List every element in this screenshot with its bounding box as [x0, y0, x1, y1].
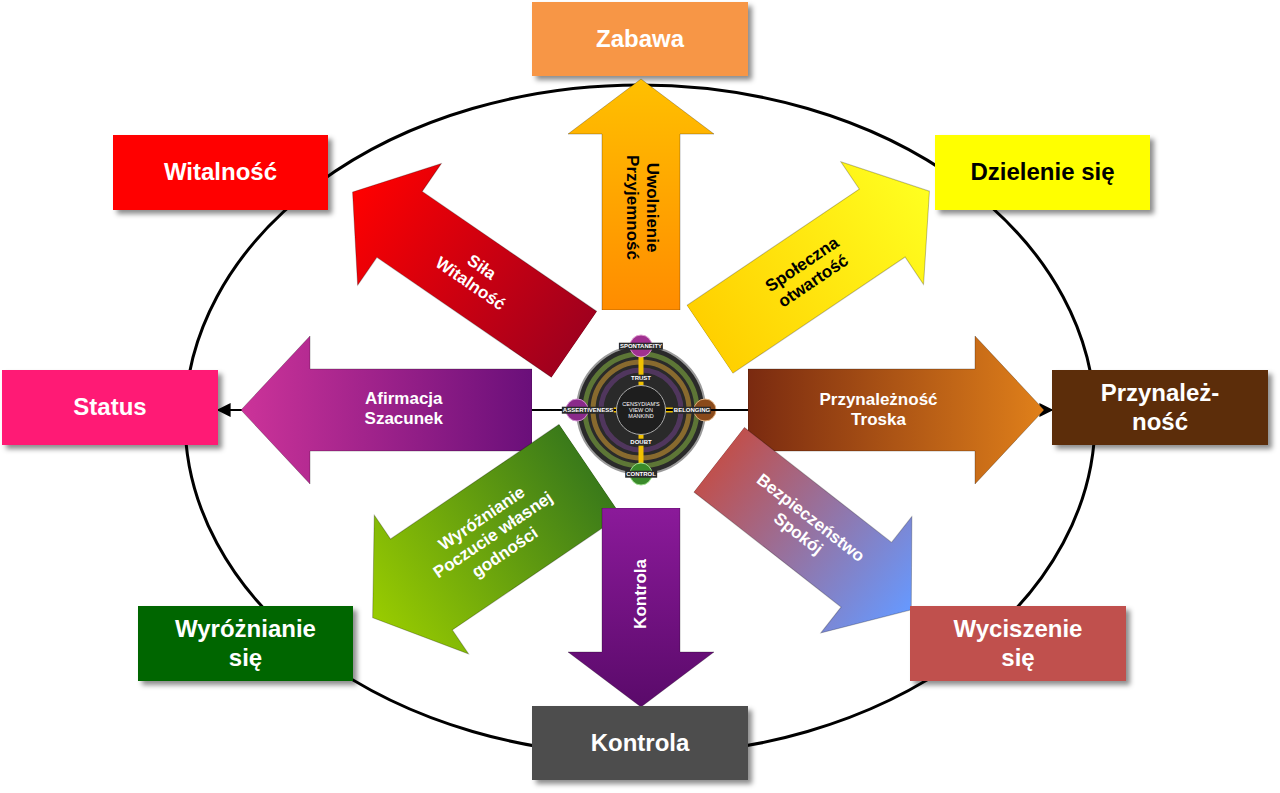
- box-label: Przynależ- ność: [1085, 379, 1235, 437]
- category-box: Zabawa: [532, 2, 748, 76]
- box-label: Kontrola: [591, 729, 690, 758]
- direction-arrow: UwolnieniePrzyjemność: [567, 78, 715, 310]
- arrow-text: UwolnieniePrzyjemność: [621, 156, 662, 261]
- sphere-label: DOUBT: [629, 439, 652, 446]
- category-box: Przynależ- ność: [1052, 370, 1268, 445]
- sphere-label: TRUST: [630, 375, 652, 382]
- center-circle: CENSYDIAM'S VIEW ON MANKIND: [616, 385, 666, 435]
- direction-arrow: Społeczna otwartość: [668, 128, 972, 401]
- sphere-label: SPONTANEITY: [619, 343, 663, 350]
- arrow-label: Przynależność: [819, 390, 937, 410]
- box-label: Witalność: [164, 158, 277, 187]
- direction-arrow: PrzynależnośćTroska: [748, 335, 1045, 485]
- arrow-label: Afirmacja: [364, 390, 442, 410]
- arrow-label: Troska: [819, 410, 937, 430]
- arrow-label: Szacunek: [364, 410, 442, 430]
- direction-arrow: Kontrola: [567, 508, 715, 708]
- box-label: Wyciszenie się: [943, 615, 1093, 673]
- category-box: Wyciszenie się: [910, 606, 1126, 681]
- arrow-label: Kontrola: [631, 559, 651, 629]
- arrow-label: Przyjemność: [621, 156, 641, 261]
- category-box: Wyróżnianie się: [138, 606, 353, 681]
- sphere-label: CONTROL: [625, 471, 657, 478]
- category-box: Status: [2, 370, 218, 445]
- direction-arrow: SiłaWitalność: [309, 130, 616, 407]
- arrow-text: PrzynależnośćTroska: [819, 390, 937, 431]
- category-box: Witalność: [113, 135, 328, 210]
- box-label: Wyróżnianie się: [166, 615, 326, 673]
- direction-arrow: AfirmacjaSzacunek: [240, 335, 532, 485]
- center-title: CENSYDIAM'S VIEW ON MANKIND: [619, 401, 663, 420]
- arrow-text: Kontrola: [631, 559, 651, 629]
- sphere-label: BELONGING: [673, 407, 711, 414]
- arrow-text: AfirmacjaSzacunek: [364, 390, 442, 431]
- category-box: Dzielenie się: [935, 135, 1150, 210]
- sphere-label: ASSERTIVENESS: [562, 407, 614, 414]
- category-box: Kontrola: [532, 706, 748, 780]
- box-label: Status: [73, 393, 146, 422]
- box-label: Zabawa: [596, 25, 684, 54]
- arrow-label: Uwolnienie: [641, 156, 661, 261]
- box-label: Dzielenie się: [970, 158, 1114, 187]
